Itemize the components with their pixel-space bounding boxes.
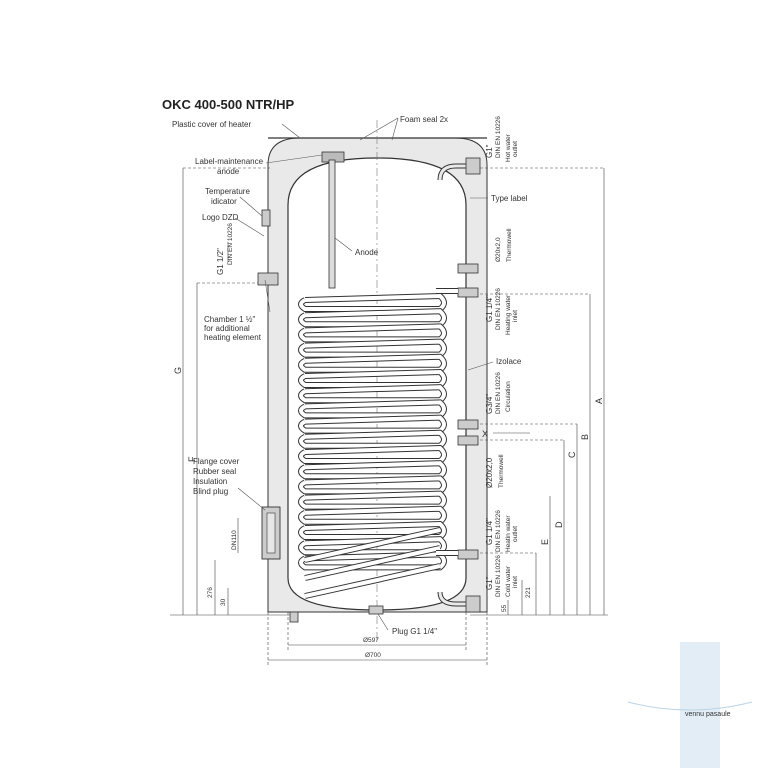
anode-rod <box>328 159 336 289</box>
heating-inlet-std: DIN EN 10226 <box>495 288 502 330</box>
left-g-std: DIN EN 10226 <box>227 223 234 265</box>
chamber-fitting <box>257 272 279 286</box>
label-izolace: Izolace <box>496 357 522 366</box>
label-chamber-3: heating element <box>204 333 262 342</box>
cold-water-name-2: inlet <box>512 576 519 588</box>
heat-exchanger-coil <box>298 292 447 599</box>
cold-water-name-1: Cold water <box>505 565 512 597</box>
dim-d: D <box>554 521 564 528</box>
dim-276: 276 <box>207 587 214 598</box>
coil-return-loop <box>304 546 441 580</box>
cold-water-fitting <box>465 595 481 613</box>
label-chamber-1: Chamber 1 ½" <box>204 315 255 324</box>
label-temperature-1: Temperature <box>205 187 250 196</box>
temperature-indicator <box>261 209 271 227</box>
heating-inlet-fitting <box>457 287 479 298</box>
dim-f: F <box>187 456 197 462</box>
label-blind-plug: Blind plug <box>193 487 228 496</box>
heating-inlet-size: G1 1/4" <box>485 295 494 322</box>
label-plug: Plug G1 1/4" <box>392 627 437 636</box>
circulation-name: Circulation <box>505 381 512 412</box>
heating-outlet-name-1: Heatin water <box>505 515 512 552</box>
leader-lines <box>234 117 494 631</box>
dim-g: G <box>173 367 183 374</box>
thermowell-mid-size: Ø20x2,0 <box>485 457 494 488</box>
circulation-size: G3/4" <box>485 394 494 414</box>
label-type-label: Type label <box>491 194 528 203</box>
watermark-text: vennu pasaule <box>685 711 731 718</box>
dim-e: E <box>540 539 550 545</box>
hot-water-name-1: Hot water <box>505 133 512 162</box>
label-plastic-cover: Plastic cover of heater <box>172 120 251 129</box>
label-flange-cover: Flange cover <box>193 457 240 466</box>
thermowell-mid-fitting <box>457 435 479 446</box>
coil-return-loop <box>304 528 441 562</box>
dim-700: Ø700 <box>365 652 381 659</box>
dim-b: B <box>580 434 590 440</box>
circulation-fitting <box>457 419 479 430</box>
coil-return-loop <box>304 564 441 598</box>
cold-water-std: DIN EN 10226 <box>495 555 502 597</box>
label-temperature-2: idicator <box>211 197 237 206</box>
flange-dn: DN110 <box>231 530 238 550</box>
dim-30: 30 <box>220 598 227 606</box>
thermowell-mid-name: Thermowell <box>498 454 505 488</box>
heating-outlet-fitting <box>457 549 479 560</box>
foot <box>289 611 299 623</box>
dimension-lines <box>170 167 608 665</box>
label-maintenance-anode-2: anode <box>217 167 240 176</box>
thermowell-top-name: Thermowell <box>506 228 513 262</box>
dim-221: 221 <box>525 587 532 598</box>
heating-inlet-name-1: Heating water <box>505 294 512 335</box>
label-anode: Anode <box>355 248 379 257</box>
diagram-title: OKC 400-500 NTR/HP <box>162 97 295 112</box>
bottom-plug <box>368 605 384 615</box>
dim-x: X <box>482 429 488 439</box>
cold-water-size: G1" <box>485 576 494 590</box>
label-logo-dzd: Logo DZD <box>202 213 239 222</box>
label-foam-seal: Foam seal 2x <box>400 115 448 124</box>
heating-outlet-name-2: outlet <box>512 526 519 542</box>
dim-c: C <box>567 451 577 458</box>
hot-water-name-2: outlet <box>512 141 519 157</box>
label-rubber-seal: Rubber seal <box>193 467 236 476</box>
dim-597: Ø597 <box>363 637 379 644</box>
label-maintenance-anode-1: Label-maintenance <box>195 157 264 166</box>
label-insulation: Insulation <box>193 477 227 486</box>
heating-inlet-name-2: inlet <box>512 310 519 322</box>
thermowell-top-fitting <box>457 263 479 274</box>
dim-55: 55 <box>501 604 508 612</box>
left-g-size: G1 1/2" <box>216 248 225 275</box>
thermowell-top-size: Ø20x2,0 <box>495 237 502 262</box>
hot-water-fitting <box>465 157 481 175</box>
hot-water-std: DIN EN 10226 <box>495 116 502 158</box>
flange-plug <box>266 512 276 554</box>
hot-water-size: G1" <box>485 144 494 158</box>
circulation-std: DIN EN 10226 <box>495 372 502 414</box>
heating-outlet-size: G1 1/4" <box>485 518 494 545</box>
dim-a: A <box>594 398 604 404</box>
label-chamber-2: for additional <box>204 324 250 333</box>
watermark-logo: vennu pasaule <box>627 642 753 768</box>
heating-outlet-std: DIN EN 10226 <box>495 510 502 552</box>
